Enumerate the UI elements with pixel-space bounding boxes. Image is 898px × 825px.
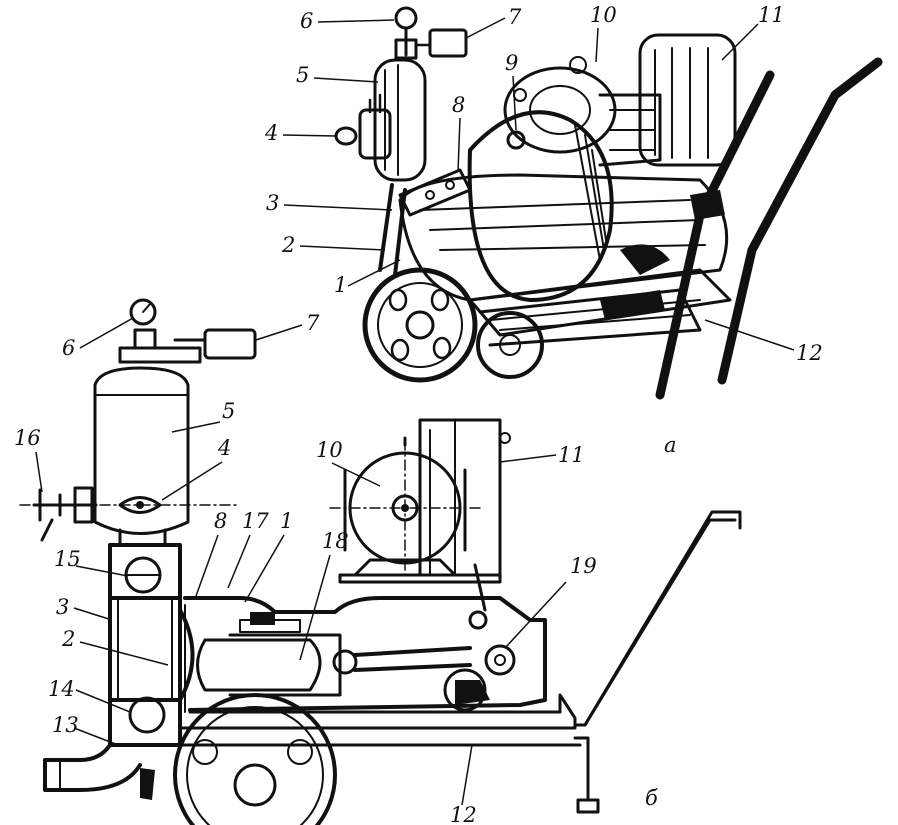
view-a-label-6: 6 <box>300 9 313 33</box>
view-a-label-9: 9 <box>505 51 518 75</box>
view-b-label-1: 1 <box>280 509 293 533</box>
view-b-section-drawing <box>19 298 742 825</box>
view-b-label-10: 10 <box>316 438 343 462</box>
view-a-label-8: 8 <box>452 93 465 117</box>
view-a-callouts: 6 7 10 11 5 9 4 8 3 2 1 12 а <box>264 3 823 457</box>
view-b-label-19: 19 <box>570 554 597 578</box>
view-b-label-2: 2 <box>61 627 75 651</box>
view-b-label-15: 15 <box>54 547 81 571</box>
view-b-label-7: 7 <box>306 311 320 335</box>
view-a-label-12: 12 <box>796 341 823 365</box>
view-a-label-2: 2 <box>281 233 295 257</box>
view-b-letter: б <box>645 786 658 810</box>
view-a-label-10: 10 <box>590 3 617 27</box>
view-b-label-18: 18 <box>322 529 349 553</box>
view-b-label-13: 13 <box>52 713 79 737</box>
view-a-label-5: 5 <box>296 63 309 87</box>
view-b-label-12: 12 <box>450 803 477 825</box>
view-b-label-8: 8 <box>214 509 227 533</box>
view-a-label-7: 7 <box>508 5 522 29</box>
view-b-label-4: 4 <box>217 436 231 460</box>
view-a-perspective-drawing <box>334 6 883 400</box>
view-a-label-1: 1 <box>334 273 347 297</box>
view-a-label-11: 11 <box>758 3 785 27</box>
view-b-label-16: 16 <box>14 426 41 450</box>
view-b-label-3: 3 <box>56 595 69 619</box>
view-b-label-11: 11 <box>558 443 585 467</box>
view-b-label-14: 14 <box>48 677 75 701</box>
view-a-label-4: 4 <box>264 121 278 145</box>
view-b-label-17: 17 <box>242 509 269 533</box>
view-b-label-6: 6 <box>62 336 75 360</box>
view-a-letter: а <box>664 433 677 457</box>
view-b-label-5: 5 <box>222 399 235 423</box>
view-a-label-3: 3 <box>266 191 279 215</box>
view-b-callouts: 6 7 5 16 4 10 11 8 17 1 18 15 3 19 2 14 … <box>14 311 658 825</box>
